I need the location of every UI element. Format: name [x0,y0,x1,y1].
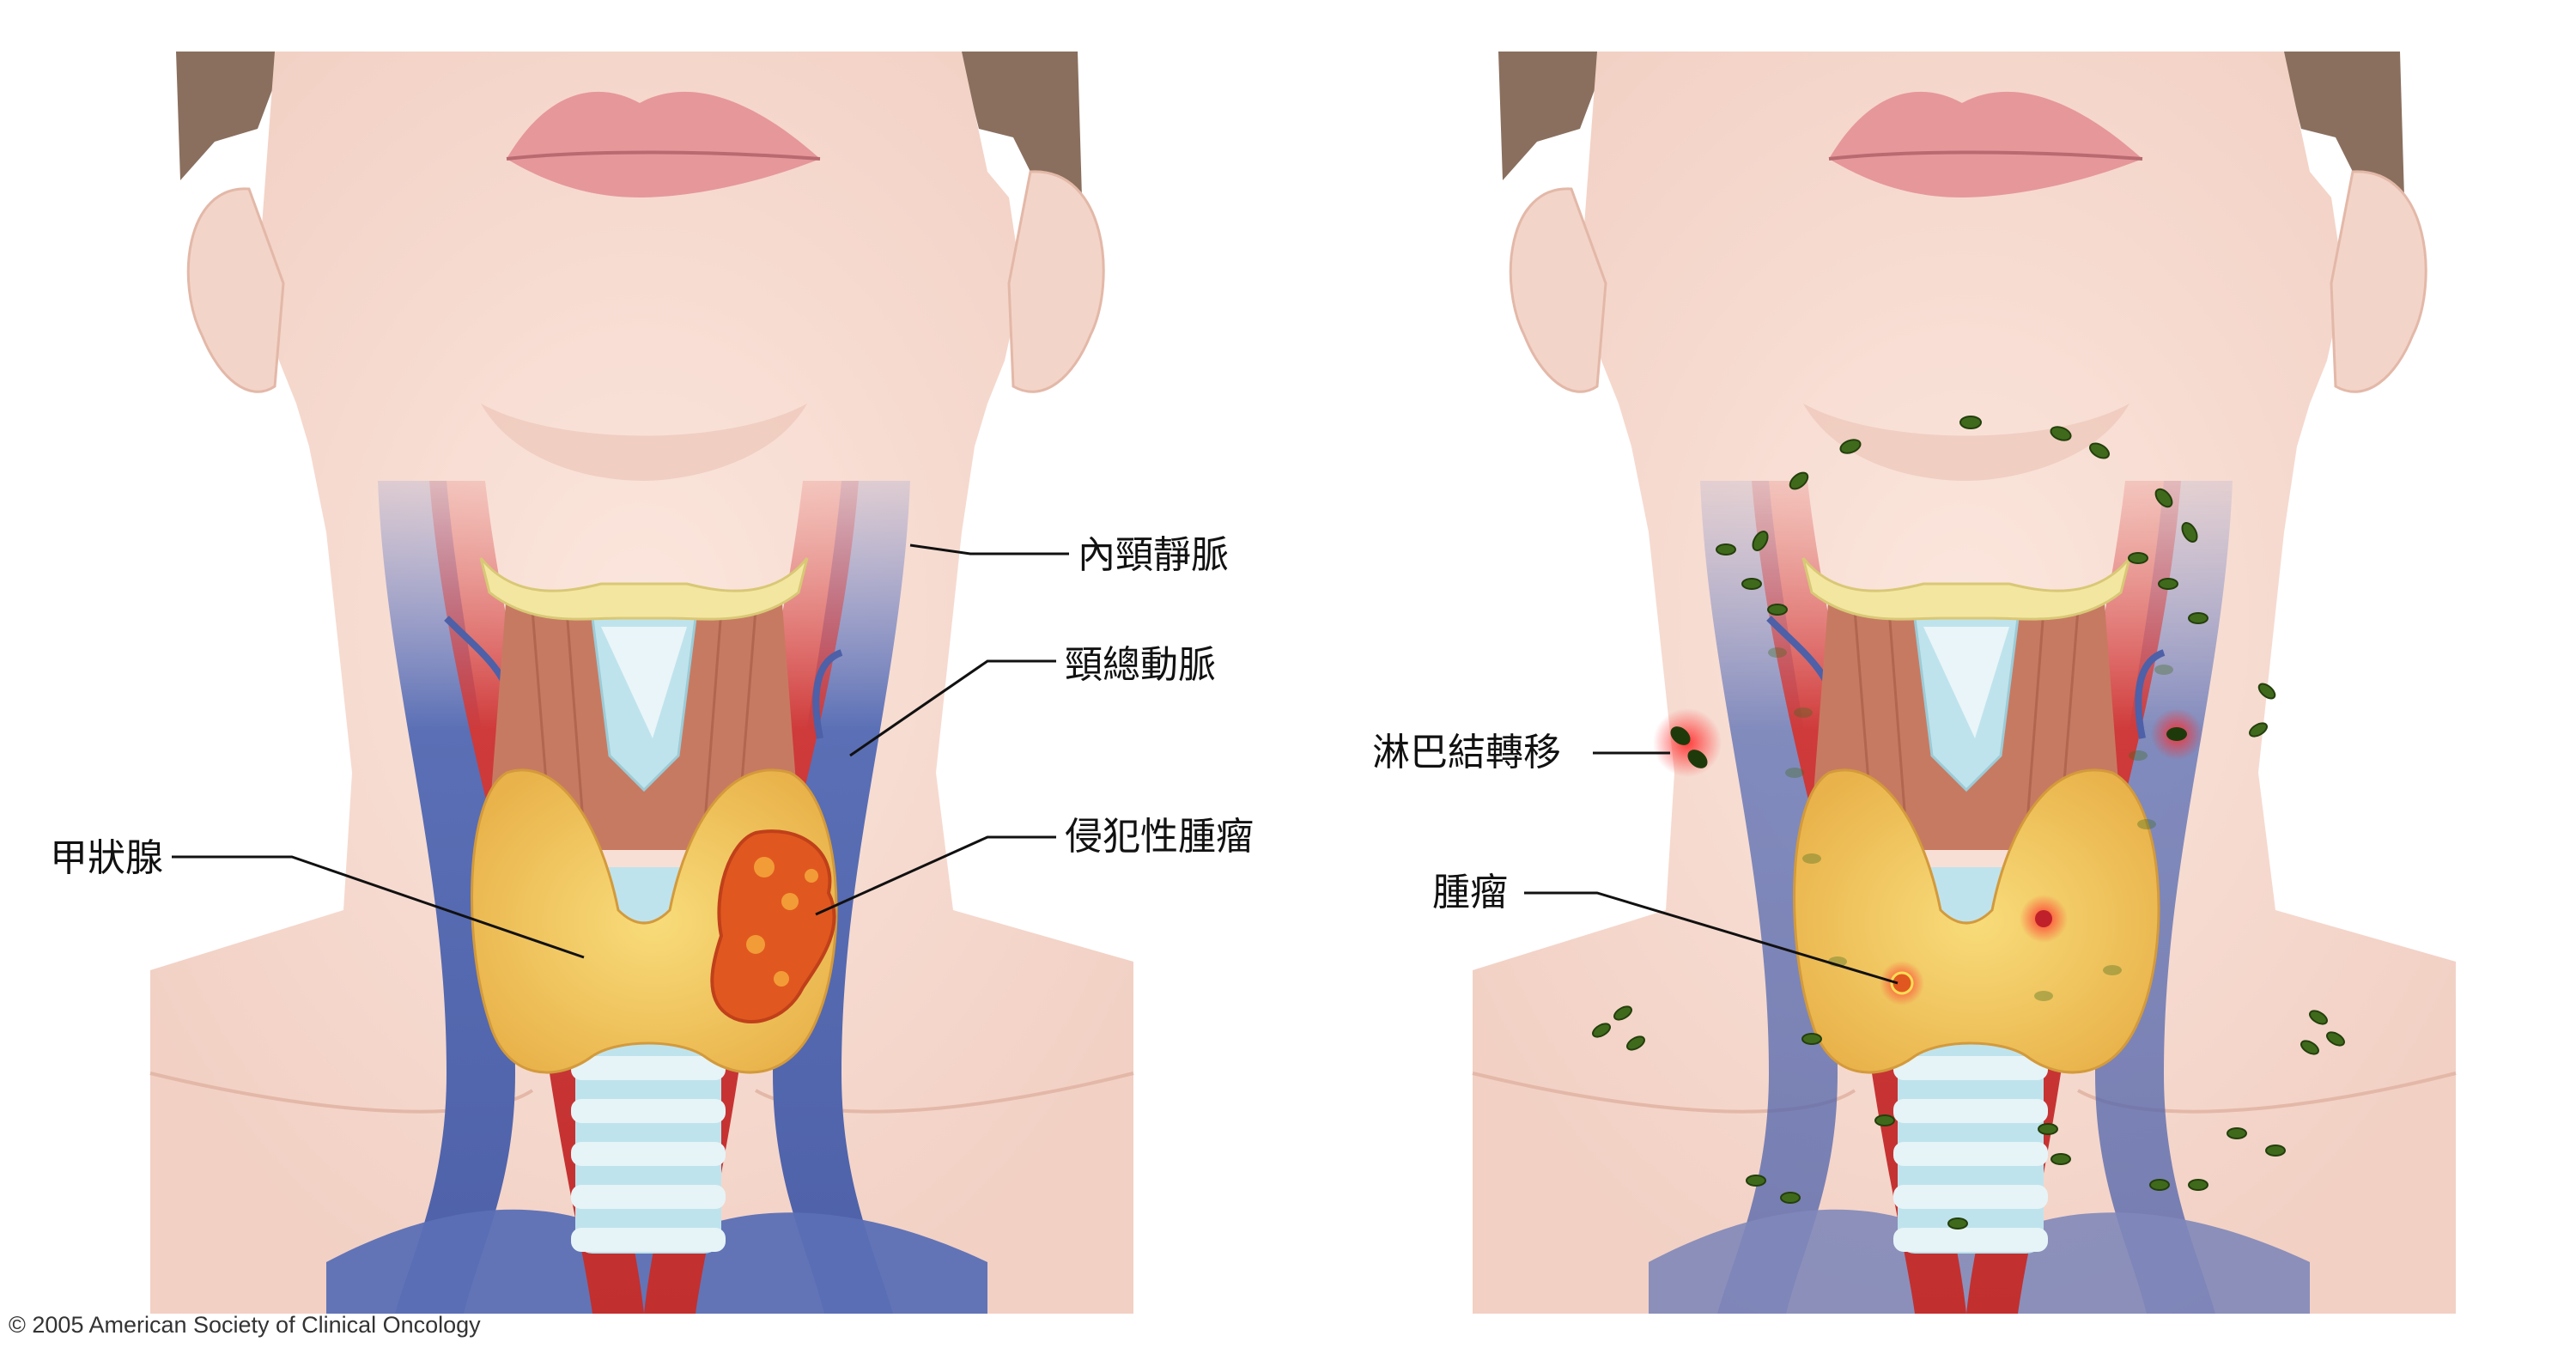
label-jugular-vein: 內頸靜脈 [1078,533,1229,577]
label-carotid-artery: 頸總動脈 [1065,643,1216,687]
copyright-notice: © 2005 American Society of Clinical Onco… [9,1312,481,1338]
hair-right [1498,52,2404,197]
leader-lines-left [172,543,1069,959]
lymph-nodes [1592,416,2345,1230]
lips-right [1829,91,2142,197]
right-neck-illustration [1472,52,2457,1314]
label-tumor: 腫瘤 [1432,871,1508,914]
leader-lines-right [1524,751,1899,985]
label-invasive-tumor: 侵犯性腫瘤 [1065,815,1254,859]
jugular-vein-right-side [378,481,515,1314]
hair-left [176,52,1082,197]
hyoid-bone-left [479,557,809,621]
right-ear-left [1007,170,1105,393]
left-ear-left [186,187,285,393]
label-thyroid: 甲狀腺 [50,836,163,880]
left-neck-illustration [149,52,1134,1314]
invasive-tumor [710,829,836,1023]
lips-left [507,91,820,197]
jugular-vein-left-side [773,481,910,1314]
label-lymph-metastasis: 淋巴結轉移 [1372,731,1561,774]
